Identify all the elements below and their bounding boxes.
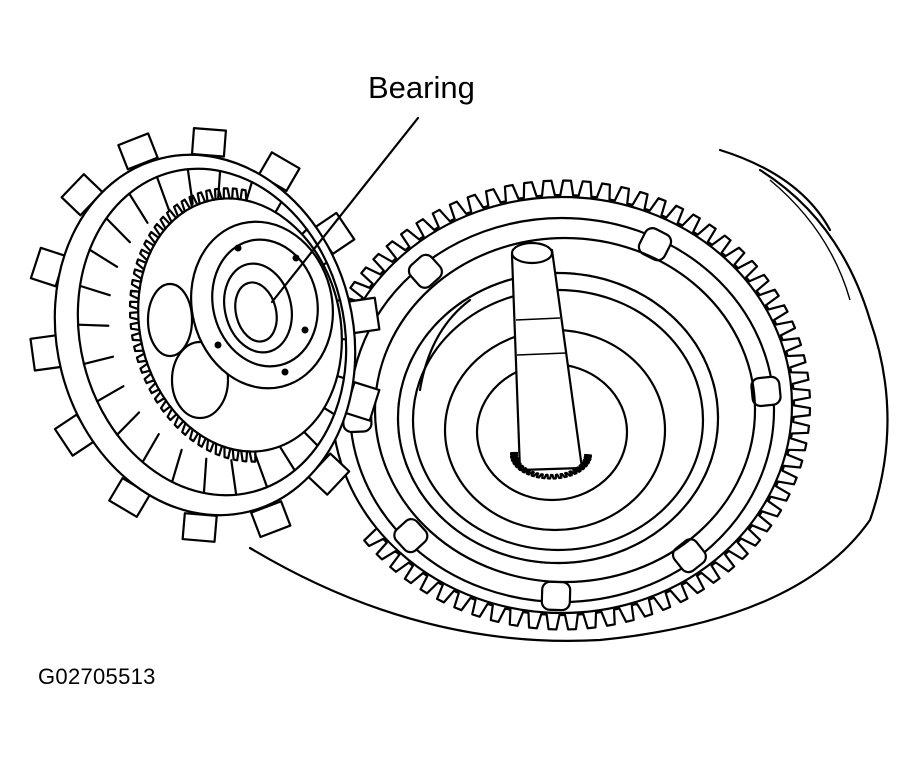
clutch-drum-assembly (29, 127, 381, 543)
drum-slat (230, 459, 238, 496)
ring-gear-assembly (313, 179, 812, 631)
ring-gear-lugs (341, 227, 782, 612)
ring-lug (671, 538, 707, 574)
drum-slat (170, 448, 183, 483)
drum-slat (88, 248, 119, 268)
bearing (190, 220, 334, 390)
drum-slat (82, 355, 115, 366)
outer-gear-teeth (313, 179, 812, 631)
case-housing (248, 148, 889, 642)
input-shaft (509, 241, 593, 480)
ring-lug (407, 253, 443, 289)
drum-slat (105, 217, 131, 244)
drum-slat (155, 175, 170, 211)
drum-slat (96, 385, 125, 403)
drum-slat (76, 323, 110, 327)
drum-slat (141, 433, 160, 464)
ring-lug (393, 518, 429, 554)
drum-slat (202, 457, 208, 495)
drum-tab (181, 512, 218, 543)
drum-slat (128, 192, 149, 224)
drum-slat (78, 284, 111, 297)
drum-slat (186, 168, 194, 205)
callout-leader-line (270, 116, 420, 304)
ring-lug (750, 375, 782, 408)
bearing-callout-label: Bearing (368, 70, 475, 105)
ring-lug (540, 580, 572, 612)
drum-slat (254, 453, 269, 489)
shaft-splines (509, 451, 593, 480)
drum-slat (116, 411, 141, 436)
planet-pinion-teeth (128, 187, 257, 463)
drum-tab (190, 127, 228, 158)
figure-id: G02705513 (38, 664, 156, 689)
drum-tabs (29, 127, 381, 543)
